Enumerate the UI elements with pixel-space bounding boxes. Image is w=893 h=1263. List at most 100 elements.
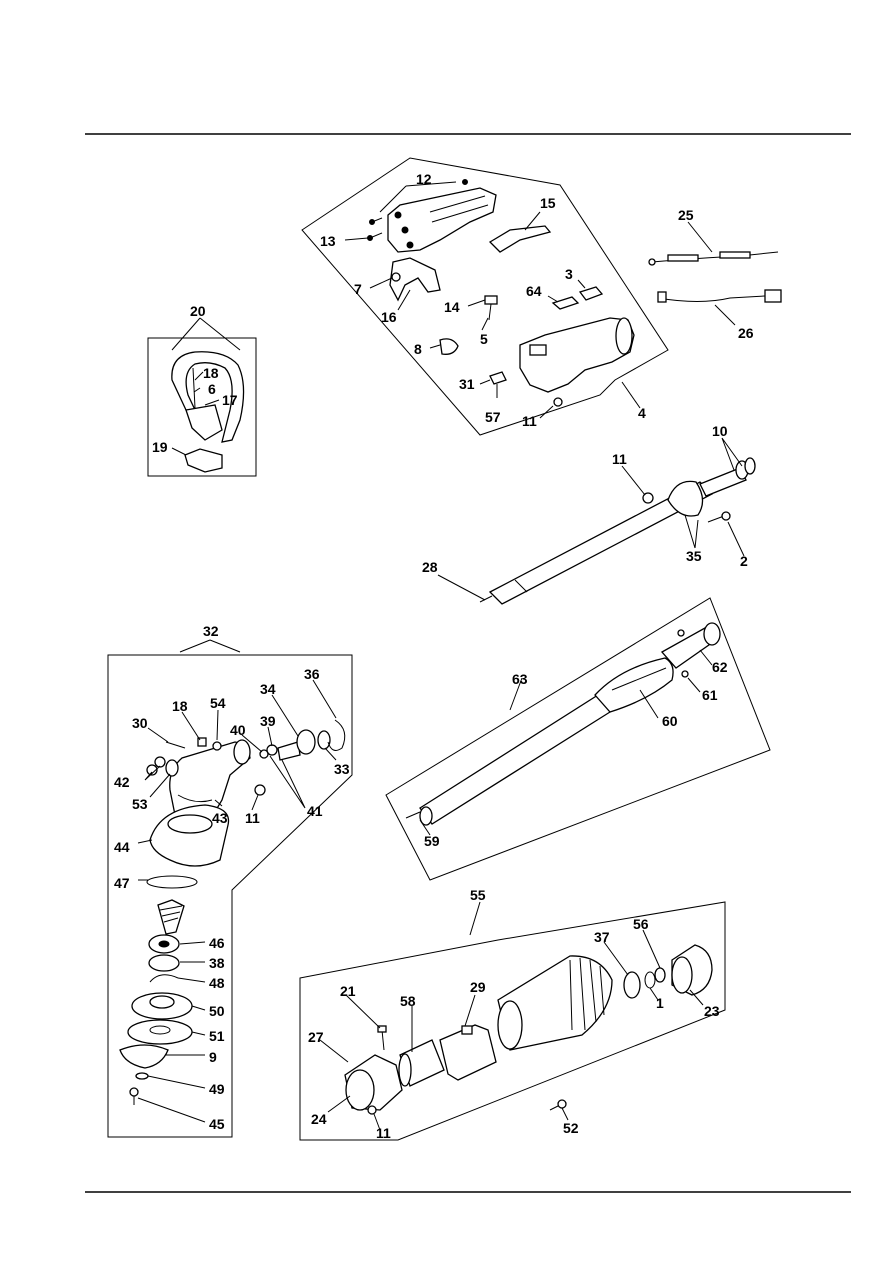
callout-40: 40 xyxy=(230,722,246,738)
callout-33: 33 xyxy=(334,761,350,777)
clip-64 xyxy=(551,296,580,310)
callout-16: 16 xyxy=(381,309,397,325)
lever-31 xyxy=(489,371,507,385)
stop-switch-wire xyxy=(657,289,782,303)
coupling-62 xyxy=(660,622,721,669)
shaft-gear-41 xyxy=(259,729,331,761)
callout-labels: 12 13 15 7 16 14 5 3 64 8 31 57 11 4 25 … xyxy=(114,171,754,1141)
bolt-21 xyxy=(377,1025,387,1051)
callout-58: 58 xyxy=(400,993,416,1009)
circlip-36 xyxy=(327,719,346,751)
handle-bracket xyxy=(389,257,441,302)
callout-63: 63 xyxy=(512,671,528,687)
callout-42: 42 xyxy=(114,774,130,790)
callout-62: 62 xyxy=(712,659,728,675)
callout-59: 59 xyxy=(424,833,440,849)
grip-60 xyxy=(594,657,674,713)
gearbox-group-frame xyxy=(107,654,353,1138)
drive-shaft-tube xyxy=(405,694,611,826)
callout-31: 31 xyxy=(459,376,475,392)
callout-11-gearbox: 11 xyxy=(245,810,260,826)
callout-60: 60 xyxy=(662,713,678,729)
washer-49 xyxy=(135,1072,149,1080)
nut-11-handle xyxy=(553,397,563,407)
callout-17: 17 xyxy=(222,392,238,408)
callout-14: 14 xyxy=(444,299,460,315)
callout-64: 64 xyxy=(526,283,542,299)
loop-handle xyxy=(171,351,245,443)
callout-18-gearbox: 18 xyxy=(172,698,188,714)
circlip-48 xyxy=(149,974,179,983)
callout-43: 43 xyxy=(212,810,228,826)
callout-12: 12 xyxy=(416,171,432,187)
callout-5: 5 xyxy=(480,331,488,347)
callout-8: 8 xyxy=(414,341,422,357)
callout-32: 32 xyxy=(203,623,219,639)
tube-58 xyxy=(398,1039,445,1087)
callout-11-tube: 11 xyxy=(612,451,627,467)
callout-18-loop: 18 xyxy=(203,365,219,381)
circlip-1 xyxy=(644,971,656,989)
callout-53: 53 xyxy=(132,796,148,812)
bevel-gear xyxy=(157,899,185,935)
clutch-housing xyxy=(497,955,613,1051)
callout-2: 2 xyxy=(740,553,748,569)
callout-55: 55 xyxy=(470,887,486,903)
clamp-53 xyxy=(165,759,179,777)
callout-7: 7 xyxy=(354,281,362,297)
callout-36: 36 xyxy=(304,666,320,682)
callout-51: 51 xyxy=(209,1028,225,1044)
callout-45: 45 xyxy=(209,1116,225,1132)
bolt-45 xyxy=(129,1087,139,1105)
guard-cover-44 xyxy=(149,804,230,867)
leader-lines xyxy=(137,181,745,1131)
throttle-trigger xyxy=(488,225,552,253)
screw-61 xyxy=(681,670,689,678)
callout-25: 25 xyxy=(678,207,694,223)
callout-29: 29 xyxy=(470,979,486,995)
ring-56 xyxy=(654,967,666,983)
cup-9 xyxy=(119,1044,169,1069)
bearing-38 xyxy=(148,954,180,972)
callout-37: 37 xyxy=(594,929,610,945)
bolt-2 xyxy=(707,511,731,523)
callout-20: 20 xyxy=(190,303,206,319)
switch-14 xyxy=(484,295,498,321)
callout-54: 54 xyxy=(210,695,226,711)
callout-4: 4 xyxy=(638,405,646,421)
throttle-cable xyxy=(648,251,779,266)
callout-6: 6 xyxy=(208,381,216,397)
callout-10: 10 xyxy=(712,423,728,439)
callout-35: 35 xyxy=(686,548,702,564)
throttle-handle-upper xyxy=(387,187,497,253)
bolt-52 xyxy=(549,1099,567,1111)
shaft-group-frame xyxy=(385,597,771,881)
adapter-27 xyxy=(344,1054,403,1111)
callout-3: 3 xyxy=(565,266,573,282)
nut-11-clutch xyxy=(367,1105,377,1115)
spring-10 xyxy=(735,457,756,480)
callout-23: 23 xyxy=(704,1003,720,1019)
callout-38: 38 xyxy=(209,955,225,971)
callout-34: 34 xyxy=(260,681,276,697)
callout-56: 56 xyxy=(633,916,649,932)
holder-51 xyxy=(127,1019,193,1045)
callout-1: 1 xyxy=(656,995,664,1011)
holder-50 xyxy=(131,992,193,1020)
callout-57: 57 xyxy=(485,409,501,425)
callout-52: 52 xyxy=(563,1120,579,1136)
callout-61: 61 xyxy=(702,687,718,703)
bolt-18 xyxy=(197,737,207,747)
nut-54 xyxy=(212,741,222,751)
nut-7 xyxy=(391,272,401,282)
callout-13: 13 xyxy=(320,233,336,249)
callout-30: 30 xyxy=(132,715,148,731)
callout-11-handle: 11 xyxy=(522,413,537,429)
clamp-8 xyxy=(439,338,459,355)
callout-26: 26 xyxy=(738,325,754,341)
callout-11-clutch: 11 xyxy=(376,1125,391,1141)
callout-44: 44 xyxy=(114,839,130,855)
callout-19: 19 xyxy=(152,439,168,455)
callout-9: 9 xyxy=(209,1049,217,1065)
